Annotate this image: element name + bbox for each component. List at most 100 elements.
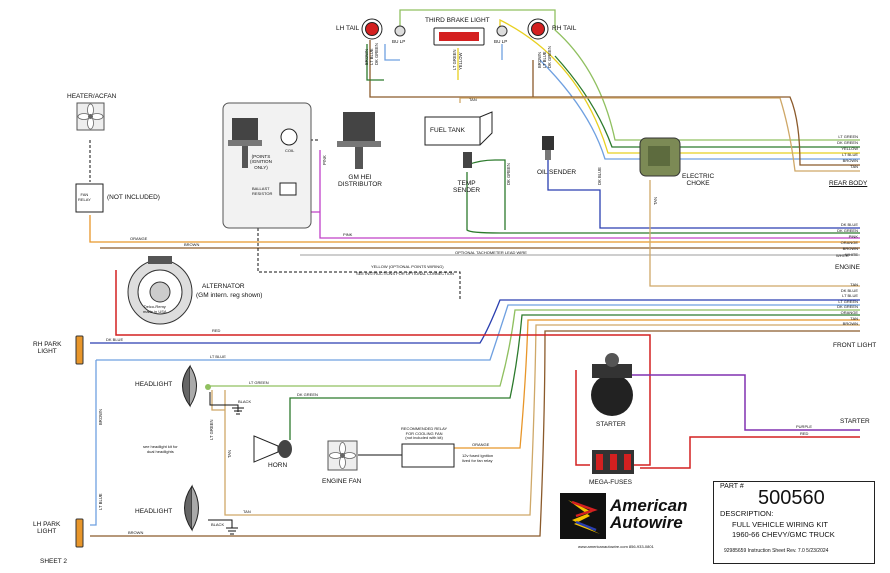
wire-label-black-top: BLACK (238, 399, 252, 404)
lh-park-label: LH PARK LIGHT (33, 521, 61, 536)
wire-label-orange: ORANGE (130, 236, 148, 241)
wire-front-lt-blue (90, 304, 860, 526)
wire-label-brown-bottom: BROWN (128, 530, 144, 535)
wire-label-lt-blue-v: LT BLUE (98, 493, 103, 510)
wire-label-lt-blue-front: LT BLUE (210, 354, 226, 359)
rear-bundle-wire-label: LT BLUE (842, 152, 858, 157)
heater-fan-icon (76, 102, 105, 131)
lh-park-light-icon (75, 518, 84, 548)
temp-sender-label: TEMP SENDER (453, 180, 481, 195)
front-bundle-wire-label: LT BLUE (842, 293, 858, 299)
wire-label-pink: PINK (343, 232, 353, 237)
horn-label: HORN (268, 462, 288, 469)
wire-label-purple: PURPLE (796, 424, 813, 429)
wire-label-lt-green-v: LT GREEN (209, 419, 214, 440)
wire-orange (89, 215, 860, 243)
fuel-tank-icon (424, 111, 493, 146)
wire-label-black-bottom: BLACK (211, 522, 225, 527)
ballast-label: BALLAST RESISTOR (252, 186, 273, 196)
coil-icon (280, 128, 298, 146)
oil-sender-label: OIL SENDER (537, 169, 577, 176)
wire-label-tan-top: TAN (469, 97, 477, 102)
engine-bundle-wire-label: WHITE (845, 252, 858, 257)
front-bundle-wire-label: DK GREEN (837, 304, 858, 310)
fuse-note-label: 12v fused ignition lived for fan relay (462, 453, 494, 463)
fan-relay-label: FAN RELAY (78, 192, 91, 202)
headlight-top-icon (182, 364, 211, 408)
headlight-bottom-label: HEADLIGHT (135, 508, 173, 515)
wire-label-dk-green-lh: DK GREEN (374, 43, 379, 65)
front-bundle-wire-label: TAN (850, 282, 858, 287)
rh-tail-label: RH TAIL (552, 25, 577, 32)
tach-wire-label: OPTIONAL TACHOMETER LEAD WIRE (455, 250, 527, 255)
part-footer: 92985659 Instruction Sheet Rev. 7.0 5/23… (724, 548, 829, 554)
wire-label-dk-green-horn: DK GREEN (297, 392, 318, 397)
wire-label-red: RED (212, 328, 221, 333)
headlight-kit-note: see headlight kit for dual headlights (143, 444, 178, 454)
lh-tail-label: LH TAIL (336, 25, 360, 32)
hei-distributor-icon (337, 112, 381, 169)
wire-label-orange2: ORANGE (472, 442, 490, 447)
wire-pink (300, 150, 860, 239)
wire-rear-yellow (499, 18, 860, 154)
headlight-bottom-icon (184, 484, 199, 532)
wire-label-third-brake: YELLOW (458, 52, 463, 70)
engine-bundle-wire-label: ORANGE (840, 240, 858, 245)
fan-relay-box (401, 443, 455, 468)
wire-red (115, 270, 860, 469)
description-label: DESCRIPTION: (720, 509, 774, 518)
wire-label-dk-blue-oil: DK BLUE (597, 167, 602, 185)
gm-hei-label: GM HEI DISTRIBUTOR (338, 174, 382, 189)
headlight-top-label: HEADLIGHT (135, 381, 173, 388)
engine-bundle-wire-label: DK BLUE (840, 222, 858, 227)
alternator-stamp: Delco-Remy made in USA (143, 304, 167, 314)
bu-lp-right-label: BU LP (494, 39, 508, 44)
ballast-resistor-icon (279, 182, 297, 196)
rear-bundle-wire-label: BROWN (842, 158, 858, 163)
front-bundle-wire-label: DK BLUE (840, 287, 858, 293)
wire-rear-dk-green (554, 55, 860, 148)
engine-bundle-wire-label: BROWN (842, 246, 858, 251)
wire-rear-lt-green (399, 9, 860, 141)
wire-label-brown-v: BROWN (98, 408, 103, 425)
engine-bundle-wire-label: DK GREEN (837, 228, 858, 233)
rh-tail-light-icon (527, 18, 549, 40)
rear-bundle-wire-label: YELLOW (841, 146, 858, 151)
third-brake-label: THIRD BRAKE LIGHT (425, 17, 490, 24)
oil-sender-icon (542, 136, 554, 160)
heater-fan-label: HEATER/ACFAN (67, 93, 117, 100)
rear-bundle-wire-label: DK GREEN (837, 140, 858, 145)
engine-bundle-wire-label: PINK (848, 234, 858, 239)
engine-fan-icon (327, 440, 358, 471)
wire-front-dk-blue (90, 299, 860, 344)
wire-label-tan-bottom: TAN (243, 509, 251, 514)
wire-front-orange (430, 319, 860, 449)
not-included-label: (NOT INCLUDED) (107, 194, 160, 201)
wire-label-brown: BROWN (184, 242, 200, 247)
coil-label: COIL (285, 148, 295, 153)
part-label: PART # (720, 483, 744, 490)
see-instructions-label: SEE INSTRUCTIONS FOR OPTIONAL CONNECTION (356, 271, 454, 276)
heater-fan-relay-box (75, 183, 104, 213)
wire-label-white-tach: WHITE (836, 253, 849, 258)
alternator-sub-label: (GM intern. reg shown) (196, 292, 263, 299)
wire-label-lt-green-hl: LT GREEN (249, 380, 269, 385)
rear-body-label: REAR BODY (829, 180, 868, 187)
alternator-icon (127, 256, 193, 325)
wire-label-tan-v: TAN (227, 449, 232, 458)
points-ignition-label: (POINTS (IGNITION ONLY) (250, 154, 272, 170)
wire-label-dk-blue-rh: DK BLUE (106, 337, 124, 342)
description-line2: 1960-66 CHEVY/GMC TRUCK (732, 530, 835, 539)
engine-fan-label: ENGINE FAN (322, 478, 362, 485)
description-line1: FULL VEHICLE WIRING KIT (732, 520, 828, 529)
wire-purple (620, 374, 860, 431)
third-brake-light-icon (433, 27, 485, 46)
sheet-label: SHEET 2 (40, 558, 67, 565)
wire-oil-dk-blue (547, 160, 860, 229)
electric-choke-label: ELECTRIC CHOKE (682, 173, 715, 188)
rh-park-label: RH PARK LIGHT (33, 341, 62, 356)
mega-fuses-icon (592, 450, 634, 474)
yellow-note-label: YELLOW (OPTIONAL POINTS WIRING) (371, 264, 444, 269)
american-autowire-logo-icon (560, 493, 606, 539)
front-bundle-wire-label: TAN (850, 315, 858, 321)
